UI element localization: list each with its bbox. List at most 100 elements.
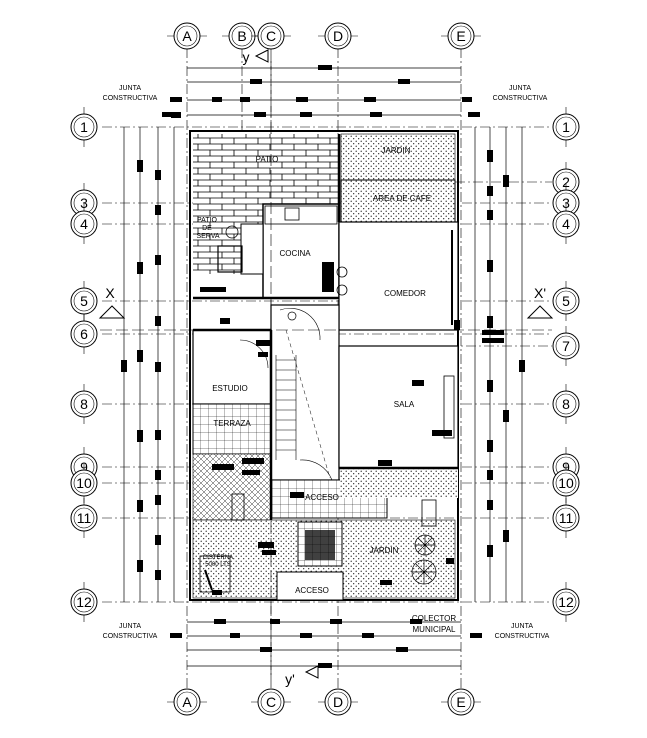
room-label-comedor: COMEDOR: [384, 289, 426, 298]
grid-bubble-bottom-c: C: [251, 688, 291, 716]
grid-bubble-top-e: E: [441, 22, 481, 50]
section-marker-x: [98, 305, 126, 319]
grid-bubble-top-b: B: [222, 22, 262, 50]
grid-bubble-right-11: 11: [552, 498, 580, 538]
section-label-x-prime: X': [534, 285, 546, 301]
tree-icon: [411, 559, 437, 585]
section-marker-y: [254, 49, 269, 63]
grid-bubble-top-c: C: [251, 22, 291, 50]
living-room: [338, 345, 459, 469]
grid-bubble-right-3-label: 3: [562, 195, 570, 211]
grid-bubble-bottom-e-label: E: [456, 694, 465, 710]
room-label-jardin-bottom: JARDIN: [370, 546, 399, 555]
grid-bubble-right-1: 1: [552, 107, 580, 147]
grid-bubble-left-1-label: 1: [80, 119, 88, 135]
grid-bubble-bottom-e: E: [441, 688, 481, 716]
grid-bubble-bottom-a: A: [167, 688, 207, 716]
room-label-area-cafe: AREA DE CAFE: [373, 194, 431, 203]
junta-note-top-right-1: JUNTA: [509, 85, 531, 92]
grid-bubble-left-11: 11: [70, 498, 98, 538]
toilet-icon: [287, 311, 297, 321]
washer-icon: [225, 225, 239, 239]
grid-bubble-right-5: 5: [552, 281, 580, 321]
room-label-cisterna-2: 5000 LTS: [205, 562, 231, 568]
chair-icon: [336, 266, 348, 278]
grid-bubble-left-12-label: 12: [76, 594, 92, 610]
grid-bubble-bottom-d: D: [318, 688, 358, 716]
cistern-marker: [204, 569, 213, 591]
sofa-icon: [443, 375, 455, 439]
grid-bubble-right-1-label: 1: [562, 119, 570, 135]
dimension-marks-bottom: [170, 619, 482, 668]
grid-bubble-left-1: 1: [70, 107, 98, 147]
grid-bubble-right-2: 2: [552, 162, 580, 202]
kitchen-counter: [264, 205, 338, 225]
dimension-marks-top: [162, 65, 480, 117]
refrigerator-icon: [322, 262, 334, 292]
grid-bubble-top-e-label: E: [456, 28, 465, 44]
grid-bubble-right-8-label: 8: [562, 396, 570, 412]
junta-note-bottom-left-1: JUNTA: [119, 623, 141, 630]
tree-icon: [414, 534, 436, 556]
room-label-patio-servicio-1: PATIO: [197, 217, 218, 224]
grid-bubble-left-3-label: 3: [80, 195, 88, 211]
terrace-area: [192, 403, 272, 455]
grid-bubble-left-4: 4: [70, 204, 98, 244]
grid-bubble-top-d: D: [318, 22, 358, 50]
stove-icon: [284, 207, 300, 221]
section-label-x: X: [105, 285, 115, 301]
room-label-acceso-mid: ACCESO: [305, 493, 339, 502]
dimension-marks-left: [121, 112, 181, 580]
grid-bubble-left-6: 6: [70, 314, 98, 354]
front-garden-strip: [340, 468, 458, 498]
section-label-y: y: [243, 49, 250, 65]
grid-bubble-top-b-label: B: [237, 28, 246, 44]
grid-bubble-right-8: 8: [552, 384, 580, 424]
dimension-lines-left: [123, 127, 175, 602]
room-label-acceso-bottom: ACCESO: [295, 586, 329, 595]
room-label-patio-servicio-2: DE: [202, 225, 212, 232]
section-marker-y-prime: [304, 665, 319, 679]
planter-dark: [305, 530, 335, 560]
grid-bubble-left-5: 5: [70, 281, 98, 321]
junta-note-top-left-1: JUNTA: [119, 85, 141, 92]
grid-bubble-right-4: 4: [552, 204, 580, 244]
room-label-estudio: ESTUDIO: [212, 384, 248, 393]
room-label-patio-servicio-3: SERVA: [196, 233, 219, 240]
section-label-y-prime: y': [285, 671, 295, 687]
cafe-area: [340, 179, 456, 223]
door-swing: [239, 339, 269, 369]
room-label-terraza: TERRAZA: [213, 419, 251, 428]
dining-room: [338, 221, 459, 331]
grid-bubble-right-5-label: 5: [562, 293, 570, 309]
grid-bubble-left-3: 3: [70, 183, 98, 223]
grid-bubble-right-10: 10: [552, 463, 580, 503]
dimension-marks-right: [482, 150, 525, 557]
room-labels: PATIO JARDIN AREA DE CAFE PATIO DE SERVA…: [196, 146, 431, 595]
stair-treads: [275, 355, 297, 460]
room-label-patio: PATIO: [256, 155, 279, 164]
junta-note-top-right-2: CONSTRUCTIVA: [493, 95, 548, 102]
dimension-lines-top: [187, 67, 461, 116]
patio-brick-area: [193, 134, 339, 204]
door-swing: [279, 307, 321, 341]
grid-bubble-right-11-label: 11: [559, 510, 574, 526]
meter-box: [421, 499, 437, 527]
stair-diagonal: [285, 329, 331, 479]
grid-bubble-left-10-label: 10: [76, 475, 92, 491]
grid-bubble-top-a-label: A: [182, 28, 192, 44]
grid-bubble-top-a: A: [167, 22, 207, 50]
service-patio-brick-area: [193, 204, 241, 274]
junta-note-bottom-right-2: CONSTRUCTIVA: [495, 633, 550, 640]
grid-bubble-right-2-label: 2: [562, 174, 570, 190]
room-label-jardin-top: JARDIN: [382, 146, 411, 155]
grid-bubble-top-d-label: D: [333, 28, 343, 44]
grid-bubble-left-6-label: 6: [80, 326, 88, 342]
grid-bubble-left-8-label: 8: [80, 396, 88, 412]
grid-bubble-right-7: 7: [552, 326, 580, 366]
